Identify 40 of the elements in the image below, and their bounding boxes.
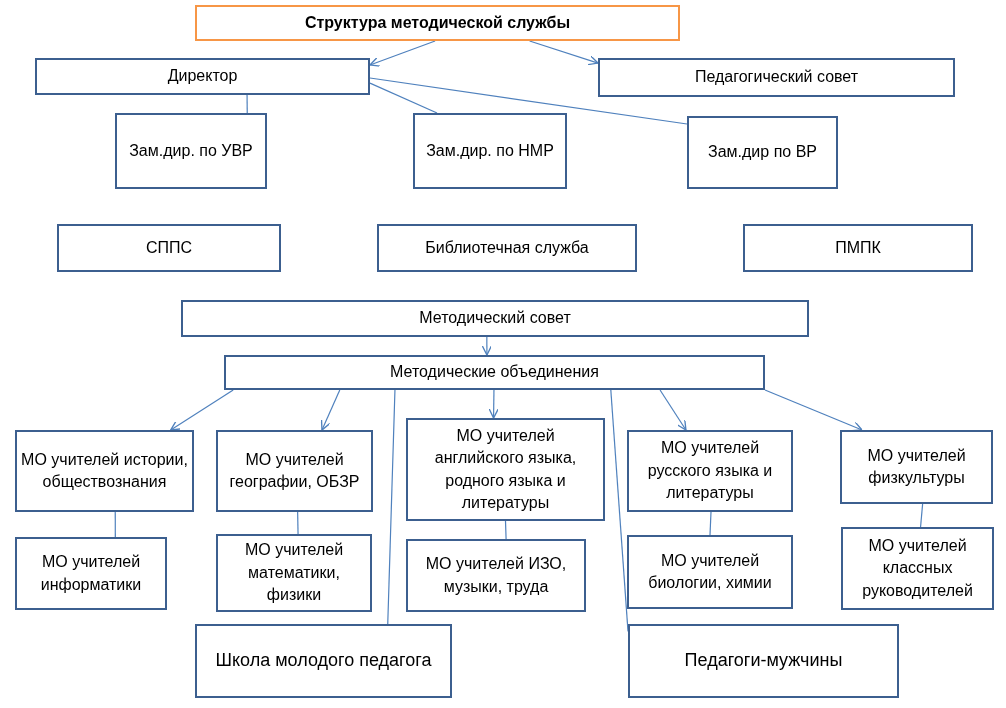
org-box: МО учителей ИЗО, музыки, труда (406, 539, 586, 612)
org-box: МО учителей географии, ОБЗР (216, 430, 373, 512)
org-box: МО учителей биологии, химии (627, 535, 793, 609)
org-box: МО учителей классных руководителей (841, 527, 994, 610)
org-box: Методические объединения (224, 355, 765, 390)
org-box: МО учителей русского языка и литературы (627, 430, 793, 512)
org-box: Зам.дир по ВР (687, 116, 838, 189)
arrow (170, 389, 234, 431)
org-box: Структура методической службы (195, 5, 680, 41)
org-box: МО учителей английского языка, родного языка и литературы (406, 418, 605, 521)
org-box: МО учителей информатики (15, 537, 167, 610)
connector-line (919, 503, 924, 528)
org-box: Педагогический совет (598, 58, 955, 97)
arrow (488, 389, 499, 419)
connector-line (369, 82, 438, 114)
connector-line (246, 94, 248, 114)
org-box: Методический совет (181, 300, 809, 337)
org-box: ПМПК (743, 224, 973, 272)
connector-line (387, 389, 396, 625)
arrow (529, 40, 599, 66)
arrow (659, 389, 687, 431)
arrow (764, 389, 863, 432)
org-box: МО учителей физкультуры (840, 430, 993, 504)
connector-line (114, 511, 116, 538)
org-box: Зам.дир. по УВР (115, 113, 267, 189)
connector-line (504, 520, 507, 540)
arrow (481, 336, 493, 356)
connector-line (297, 511, 299, 535)
arrow (320, 389, 341, 431)
org-box: МО учителей истории, обществознания (15, 430, 194, 512)
org-box: Школа молодого педагога (195, 624, 452, 698)
org-box: Педагоги-мужчины (628, 624, 899, 698)
connector-line (369, 77, 688, 125)
org-box: МО учителей математики, физики (216, 534, 372, 612)
org-box: СППС (57, 224, 281, 272)
connector-line (709, 511, 712, 536)
org-box: Директор (35, 58, 370, 95)
org-box: Библиотечная служба (377, 224, 637, 272)
arrow (369, 40, 436, 67)
org-box: Зам.дир. по НМР (413, 113, 567, 189)
